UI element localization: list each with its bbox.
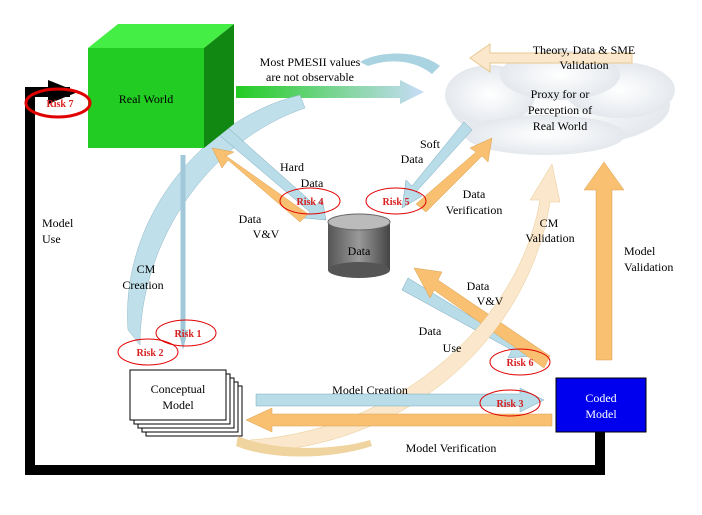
pmesii-arrow [236,80,424,104]
hard-data-label-2: Data [301,176,324,190]
risk5-ellipse [365,187,427,215]
top-curved-arrow [360,53,440,74]
risk7-label: Risk 7 [47,99,74,110]
conceptual-model-label-2: Model [162,398,194,412]
risk1-ellipse [155,319,217,347]
model-validation-label-2: Validation [624,260,673,274]
risk4-label: Risk 4 [297,197,324,208]
pmesii-label-1: Most PMESII values [260,55,361,69]
hard-data-arrow [217,125,327,221]
conceptual-model-label-1: Conceptual [151,382,206,396]
model-creation-arrow [255,387,545,413]
data-verification-arrow [415,137,493,213]
model-creation-label: Model Creation [332,383,408,397]
soft-data-label-1: Soft [420,137,441,151]
data-verification-label-2: Verification [446,203,503,217]
cm-creation-label-1: CM [137,262,156,276]
risk2-label: Risk 2 [137,348,164,359]
data-verification-label-1: Data [463,187,486,201]
risk7-ellipse [24,87,92,119]
proxy-label-2: Perception of [528,103,592,117]
risk2-ellipse [117,338,179,366]
risk3-ellipse [479,389,541,417]
hard-data-label-1: Hard [280,160,304,174]
data-vv-left-arrow [211,147,309,223]
conceptual-model-stack [129,369,243,437]
theory-label-2: Validation [559,58,608,72]
risk4-ellipse [279,187,341,215]
risk6-label: Risk 6 [507,358,534,369]
soft-data-arrow [401,121,473,209]
real-world-label: Real World [119,92,173,106]
model-verification-arrow [245,407,553,433]
cm-validation-label-1: CM [540,216,559,230]
data-vv-right-arrow [413,267,551,369]
proxy-label-3: Real World [533,119,587,133]
data-vv-right-label-2: V&V [477,294,504,308]
real-world-cube [88,24,234,148]
cm-creation-line-head [178,330,188,350]
model-validation-label-1: Model [624,244,656,258]
data-cylinder [327,213,391,278]
model-validation-arrow [583,161,625,361]
cm-validation-label-2: Validation [525,231,574,245]
pmesii-label-2: are not observable [266,70,354,84]
data-vv-left-label-1: Data [239,212,262,226]
model-use-arrowhead [48,80,78,104]
data-use-label-1: Data [419,324,442,338]
risk5-label: Risk 5 [383,197,410,208]
cm-creation-label-2: Creation [122,278,163,292]
coded-model-label-2: Model [585,407,617,421]
theory-label-1: Theory, Data & SME [533,43,636,57]
model-verification-curve [236,436,372,457]
data-vv-right-label-1: Data [467,279,490,293]
proxy-cloud [445,50,675,155]
risk6-ellipse [489,348,551,376]
soft-data-label-2: Data [401,152,424,166]
proxy-label-1: Proxy for or [531,87,590,101]
risk3-label: Risk 3 [497,399,524,410]
model-use-label-1: Model [42,216,74,230]
coded-model-label-1: Coded [585,391,616,405]
data-use-label-2: Use [443,341,462,355]
data-node-label: Data [348,244,371,258]
coded-model-box [555,377,647,433]
model-use-label-2: Use [42,232,61,246]
theory-validation-arrow [469,43,633,73]
risk1-label: Risk 1 [175,329,202,340]
data-vv-left-label-2: V&V [253,227,280,241]
model-verification-label: Model Verification [406,441,497,455]
